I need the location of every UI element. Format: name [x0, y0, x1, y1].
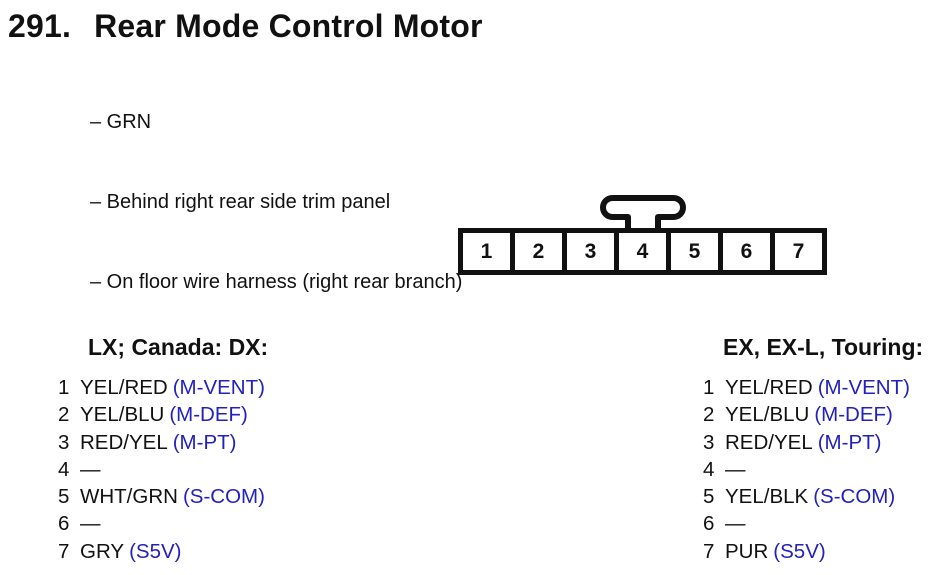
pin-row: 6—: [58, 510, 268, 537]
pin-row: 4—: [703, 456, 923, 483]
section-name: Rear Mode Control Motor: [94, 8, 483, 44]
pin-number: 2: [703, 403, 715, 427]
signal-name: (M-DEF): [814, 403, 893, 427]
pin-number: 5: [703, 485, 715, 509]
wire-color: YEL/BLU: [80, 403, 165, 427]
pin-number: 6: [703, 512, 715, 536]
wire-color: —: [725, 457, 746, 481]
note-line: – Behind right rear side trim panel: [90, 190, 391, 213]
connector-pin-cell: 6: [723, 233, 775, 270]
connector-pin-cell: 4: [619, 233, 671, 270]
connector-pin-cell: 2: [515, 233, 567, 270]
signal-name: (S-COM): [182, 485, 265, 509]
pin-row: 1 YEL/RED(M-VENT): [703, 374, 923, 401]
pin-number: 4: [58, 457, 70, 481]
connector-pin-cell: 3: [567, 233, 619, 270]
connector-body: 1 2 3 4 5 6 7: [458, 228, 827, 275]
wire-color: YEL/RED: [80, 376, 168, 399]
pin-row: 5 WHT/GRN(S-COM): [58, 483, 268, 510]
pin-row: 5 YEL/BLK(S-COM): [703, 483, 923, 510]
pin-row: 4—: [58, 456, 268, 483]
note-line: – On floor wire harness (right rear bran…: [90, 270, 463, 293]
pin-number: 6: [58, 512, 70, 536]
location-notes: – GRN – Behind right rear side trim pane…: [90, 56, 462, 322]
pin-number: 7: [703, 539, 715, 563]
pin-row: 2 YEL/BLU(M-DEF): [703, 401, 923, 428]
connector-pin-cell: 7: [775, 233, 822, 270]
pin-table-lx-dx: LX; Canada: DX: 1 YEL/RED(M-VENT) 2 YEL/BL…: [58, 334, 268, 565]
connector-pin-cell: 5: [671, 233, 723, 270]
pin-number: 5: [58, 485, 70, 509]
pin-row: 1 YEL/RED(M-VENT): [58, 374, 268, 401]
pin-number: 1: [703, 376, 715, 399]
pin-row: 3 RED/YEL(M-PT): [58, 429, 268, 456]
pin-row: 6—: [703, 510, 923, 537]
wire-color: GRY: [80, 539, 125, 563]
signal-name: (M-VENT): [817, 376, 910, 399]
pin-rows: 1 YEL/RED(M-VENT) 2 YEL/BLU(M-DEF) 3 RED/YE…: [703, 374, 923, 565]
wire-color: WHT/GRN: [80, 485, 178, 509]
signal-name: (M-DEF): [169, 403, 248, 427]
wire-color: YEL/RED: [725, 376, 813, 399]
trim-header: EX, EX-L, Touring:: [723, 334, 924, 360]
wire-color: —: [80, 512, 101, 536]
wire-color: PUR: [725, 539, 769, 563]
pin-number: 7: [58, 539, 70, 563]
section-number: 291.: [8, 8, 72, 44]
signal-name: (M-VENT): [172, 376, 265, 399]
connector-pin-cell: 1: [463, 233, 515, 270]
wire-color: RED/YEL: [725, 430, 813, 454]
note-line: – GRN: [90, 111, 152, 134]
wire-color: YEL/BLK: [725, 485, 809, 509]
pin-row: 7 PUR(S5V): [703, 538, 923, 565]
pin-row: 7 GRY(S5V): [58, 538, 268, 565]
wire-color: RED/YEL: [80, 430, 168, 454]
signal-name: (M-PT): [817, 430, 882, 454]
pin-number: 3: [58, 430, 70, 454]
pin-number: 3: [703, 430, 715, 454]
pin-number: 2: [58, 403, 70, 427]
signal-name: (M-PT): [172, 430, 237, 454]
pin-rows: 1 YEL/RED(M-VENT) 2 YEL/BLU(M-DEF) 3 RED/YE…: [58, 374, 268, 565]
signal-name: (S5V): [773, 539, 826, 563]
pin-number: 4: [703, 457, 715, 481]
pin-row: 3 RED/YEL(M-PT): [703, 429, 923, 456]
pin-number: 1: [58, 376, 70, 399]
signal-name: (S5V): [129, 539, 182, 563]
page-title: 291. Rear Mode Control Motor: [8, 8, 483, 45]
pin-row: 2 YEL/BLU(M-DEF): [58, 401, 268, 428]
wire-color: YEL/BLU: [725, 403, 810, 427]
connector-latch-tab-icon: [600, 195, 686, 232]
trim-header: LX; Canada: DX:: [88, 334, 269, 360]
wire-color: —: [725, 512, 746, 536]
wire-color: —: [80, 457, 101, 481]
signal-name: (S-COM): [813, 485, 896, 509]
